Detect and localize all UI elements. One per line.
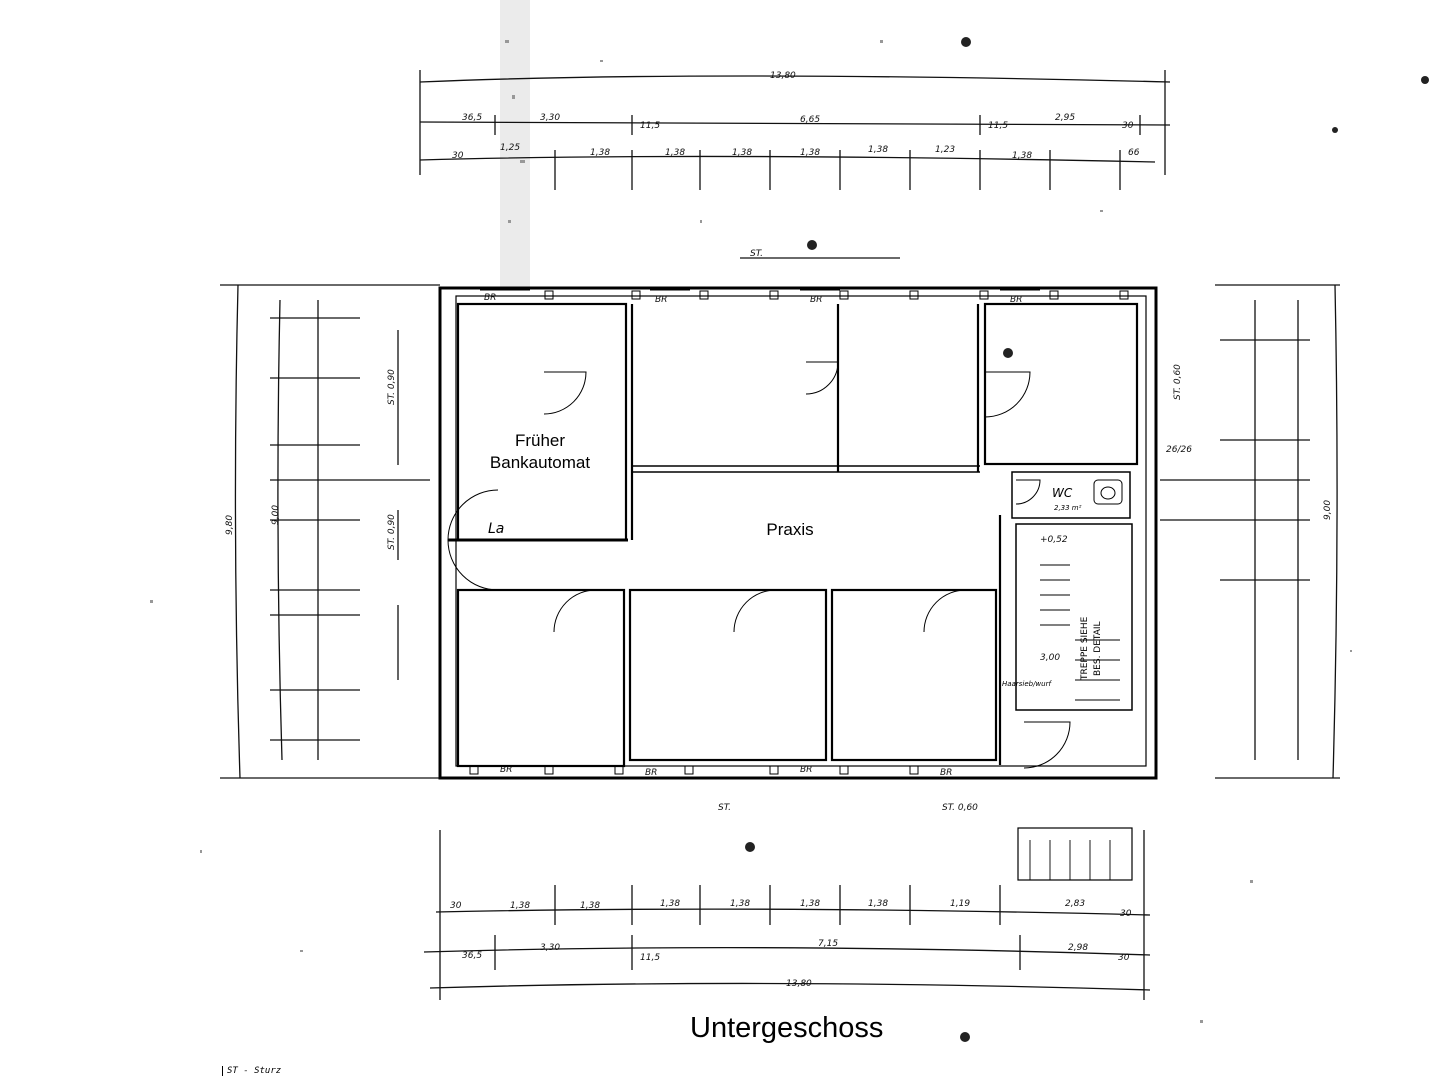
dim-bot-r2-4: 2,98 [1068, 943, 1088, 953]
dim-top-r3-5: 1,38 [800, 148, 820, 158]
right-dimension-texts: 9,00 ST. 0,60 26/26 [1166, 364, 1333, 520]
dim-bot-r2-3: 7,15 [818, 939, 838, 949]
door-swings [447, 361, 1071, 769]
marker-br-7: BR [800, 765, 812, 775]
dim-top-r3-1: 1,25 [500, 143, 520, 153]
wc-area-label: 2,33 m² [1054, 504, 1082, 512]
wall-markers: BR BR BR BR BR BR BR BR ST. ST. 0,60 +0,… [484, 293, 1068, 813]
outer-walls [438, 286, 1158, 780]
dim-marker-st-right: ST. 0,60 [1173, 364, 1183, 400]
marker-level-300: 3,00 [1040, 653, 1060, 663]
toilet-icon [1093, 479, 1123, 505]
marker-br-5: BR [500, 765, 512, 775]
dim-top-r2-2: 11,5 [640, 121, 660, 131]
dim-left-total: 9,80 [225, 515, 235, 535]
dim-bot-r1-4: 1,38 [730, 899, 750, 909]
bottom-windows [469, 765, 919, 775]
dim-top-r3-9: 66 [1128, 148, 1140, 158]
dim-bot-r2-5: 30 [1118, 953, 1130, 963]
page-title: Untergeschoss [690, 1012, 884, 1044]
top-windows [480, 289, 1129, 300]
dim-top-r2-4: 11,5 [988, 121, 1008, 131]
dim-top-r2-3: 6,65 [800, 115, 820, 125]
room-label-praxis: Praxis [766, 520, 814, 539]
dim-top-r3-2: 1,38 [590, 148, 610, 158]
dim-top-r2-5: 2,95 [1055, 113, 1075, 123]
scan-dots [745, 37, 1429, 1042]
dim-bot-r1-2: 1,38 [580, 901, 600, 911]
bottom-dimension-lines [423, 830, 1151, 1000]
dim-bot-r1-6: 1,38 [868, 899, 888, 909]
room-label-bank-line1: Früher [514, 431, 566, 450]
dim-bot-r2-2: 11,5 [640, 953, 660, 963]
dim-top-r3-6: 1,38 [868, 145, 888, 155]
dim-top-r2-6: 30 [1122, 121, 1134, 131]
top-dimension-lines [419, 70, 1171, 259]
marker-st-060: ST. 0,60 [942, 803, 978, 813]
small-labels: WC 2,33 m² TREPPE SIEHE BES. DETAIL Haar… [488, 486, 1103, 688]
marker-br-8: BR [940, 768, 952, 778]
marker-br-4: BR [1010, 295, 1022, 305]
dim-left-inner: 9,00 [271, 505, 281, 525]
dim-top-r3-0: 30 [452, 151, 464, 161]
marker-br-2: BR [655, 295, 667, 305]
dim-marker-st-left2: ST. 0,90 [387, 514, 397, 550]
marker-br-6: BR [645, 768, 657, 778]
legend-text: ST - Sturz [222, 1066, 281, 1076]
dim-marker-st-top: ST. [750, 249, 763, 259]
dim-bot-r1-8: 2,83 [1065, 899, 1085, 909]
dim-top-r3-7: 1,23 [935, 145, 955, 155]
la-label: La [488, 521, 504, 537]
stair-label-2: BES. DETAIL [1093, 621, 1103, 676]
right-dimension-lines [1160, 284, 1340, 779]
stair-treads [1029, 564, 1120, 880]
left-dimension-texts: 9,80 9,00 ST. 0,90 ST. 0,90 [225, 369, 397, 550]
dim-top-r2-0: 36,5 [462, 113, 482, 123]
marker-br-1: BR [484, 293, 496, 303]
marker-level-052: +0,52 [1040, 535, 1068, 545]
dim-bot-r1-9: 30 [1120, 909, 1132, 919]
marker-br-3: BR [810, 295, 822, 305]
dim-top-total: 13,80 [770, 71, 796, 81]
dim-right-total: 9,00 [1323, 500, 1333, 520]
dim-bot-r1-3: 1,38 [660, 899, 680, 909]
dim-top-r3-4: 1,38 [732, 148, 752, 158]
interior-walls [448, 302, 1139, 881]
dim-bot-r2-1: 3,30 [540, 943, 560, 953]
wc-label: WC [1052, 486, 1073, 500]
dim-marker-st-left1: ST. 0,90 [387, 369, 397, 405]
dim-top-r3-8: 1,38 [1012, 151, 1032, 161]
dim-top-r3-3: 1,38 [665, 148, 685, 158]
haarsieb-label: Haarsieb/wurf [1002, 680, 1052, 688]
bottom-dimension-texts: 30 1,38 1,38 1,38 1,38 1,38 1,38 1,19 2,… [450, 899, 1132, 989]
stair-label-1: TREPPE SIEHE [1080, 616, 1090, 681]
dim-bot-r1-7: 1,19 [950, 899, 970, 909]
dim-marker-2626: 26/26 [1166, 445, 1192, 455]
room-label-bank: Früher Bankautomat [470, 430, 610, 474]
left-dimension-lines [220, 284, 440, 779]
dim-bot-r2-0: 36,5 [462, 951, 482, 961]
dim-bot-r1-5: 1,38 [800, 899, 820, 909]
dim-top-r2-1: 3,30 [540, 113, 560, 123]
marker-st-bottom: ST. [718, 803, 731, 813]
dim-bot-r1-0: 30 [450, 901, 462, 911]
dim-bot-total: 13,80 [786, 979, 812, 989]
scan-noise [150, 0, 1352, 1023]
top-dimension-texts: 13,80 36,5 3,30 11,5 6,65 11,5 2,95 30 3… [452, 71, 1140, 259]
dim-bot-r1-1: 1,38 [510, 901, 530, 911]
room-label-bank-line2: Bankautomat [489, 453, 591, 472]
